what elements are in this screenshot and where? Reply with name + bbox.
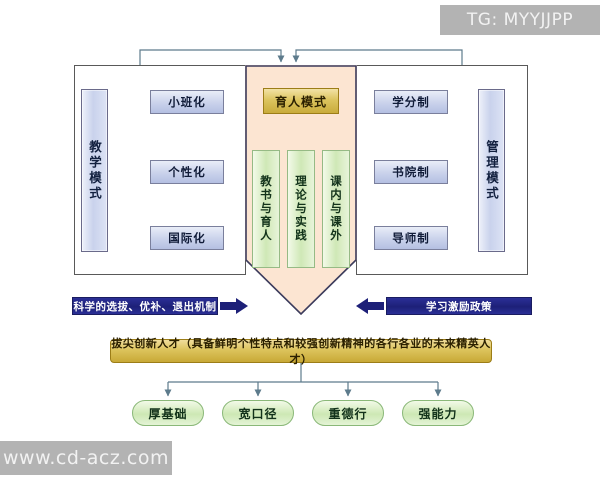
center-item-lilun-shijian[interactable]: 理论与实践 — [287, 150, 315, 268]
right-item-xuefenzhi[interactable]: 学分制 — [374, 90, 448, 114]
outcome-kuankoujing[interactable]: 宽口径 — [222, 400, 294, 426]
outcome-zhongdexing[interactable]: 重德行 — [312, 400, 384, 426]
center-item-kenei-kewai[interactable]: 课内与课外 — [322, 150, 350, 268]
center-header-yurenmoshi[interactable]: 育人模式 — [263, 88, 339, 114]
center-panel-outline — [245, 65, 357, 315]
policy-arrow-right — [356, 298, 384, 314]
center-item-jiaoshu-yuren[interactable]: 教书与育人 — [252, 150, 280, 268]
outcome-qiangnengli[interactable]: 强能力 — [402, 400, 474, 426]
left-item-gexinghua[interactable]: 个性化 — [150, 160, 224, 184]
policy-arrow-left — [220, 298, 248, 314]
left-panel-side-label: 教学模式 — [81, 89, 108, 252]
connector-right-to-center — [292, 49, 463, 65]
policy-banner-right[interactable]: 学习激励政策 — [386, 297, 532, 315]
right-item-shuyuanzhi[interactable]: 书院制 — [374, 160, 448, 184]
watermark-top: TG: MYYJJPP — [440, 5, 600, 35]
result-banner[interactable]: 拔尖创新人才（具备鲜明个性特点和较强创新精神的各行各业的未来精英人才） — [110, 337, 492, 366]
left-item-xiaobanhua[interactable]: 小班化 — [150, 90, 224, 114]
left-item-guojihua[interactable]: 国际化 — [150, 226, 224, 250]
policy-banner-left[interactable]: 科学的选拔、优补、退出机制 — [72, 297, 218, 315]
watermark-bottom: www.cd-acz.com — [0, 441, 172, 475]
right-item-daoshizhi[interactable]: 导师制 — [374, 226, 448, 250]
outcome-houjichu[interactable]: 厚基础 — [132, 400, 204, 426]
right-panel-side-label: 管理模式 — [478, 89, 505, 252]
connector-left-to-center — [139, 49, 285, 65]
